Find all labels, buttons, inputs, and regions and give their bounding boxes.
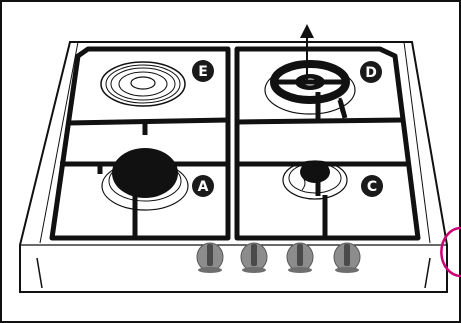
cooktop-inner-left-bevel: [39, 41, 79, 244]
burner-e-hotplate: [100, 61, 186, 107]
right-grate: [234, 46, 421, 241]
left-grate: [49, 46, 231, 241]
arrow-up-icon: [300, 24, 314, 80]
badge-d: D: [360, 61, 382, 83]
burner-d-triple-ring: [264, 60, 356, 115]
cooktop-body: [19, 41, 448, 293]
control-knobs: [196, 242, 361, 273]
cooktop-side-lines: [36, 257, 431, 289]
badge-c-label: C: [367, 179, 377, 195]
badge-d-label: D: [365, 65, 377, 81]
cooktop-inner-right-bevel: [403, 41, 431, 244]
knob[interactable]: [286, 242, 314, 273]
badge-e: E: [192, 60, 214, 82]
badge-a: A: [192, 175, 214, 197]
burner-a-large: [101, 148, 189, 211]
badge-e-label: E: [198, 64, 208, 80]
knob[interactable]: [240, 242, 268, 273]
knob[interactable]: [333, 242, 361, 273]
knob[interactable]: [196, 242, 224, 273]
cropped-callout: [440, 226, 461, 278]
badge-a-label: A: [198, 179, 209, 195]
badge-c: C: [361, 175, 383, 197]
burner-c-small: [282, 160, 348, 200]
